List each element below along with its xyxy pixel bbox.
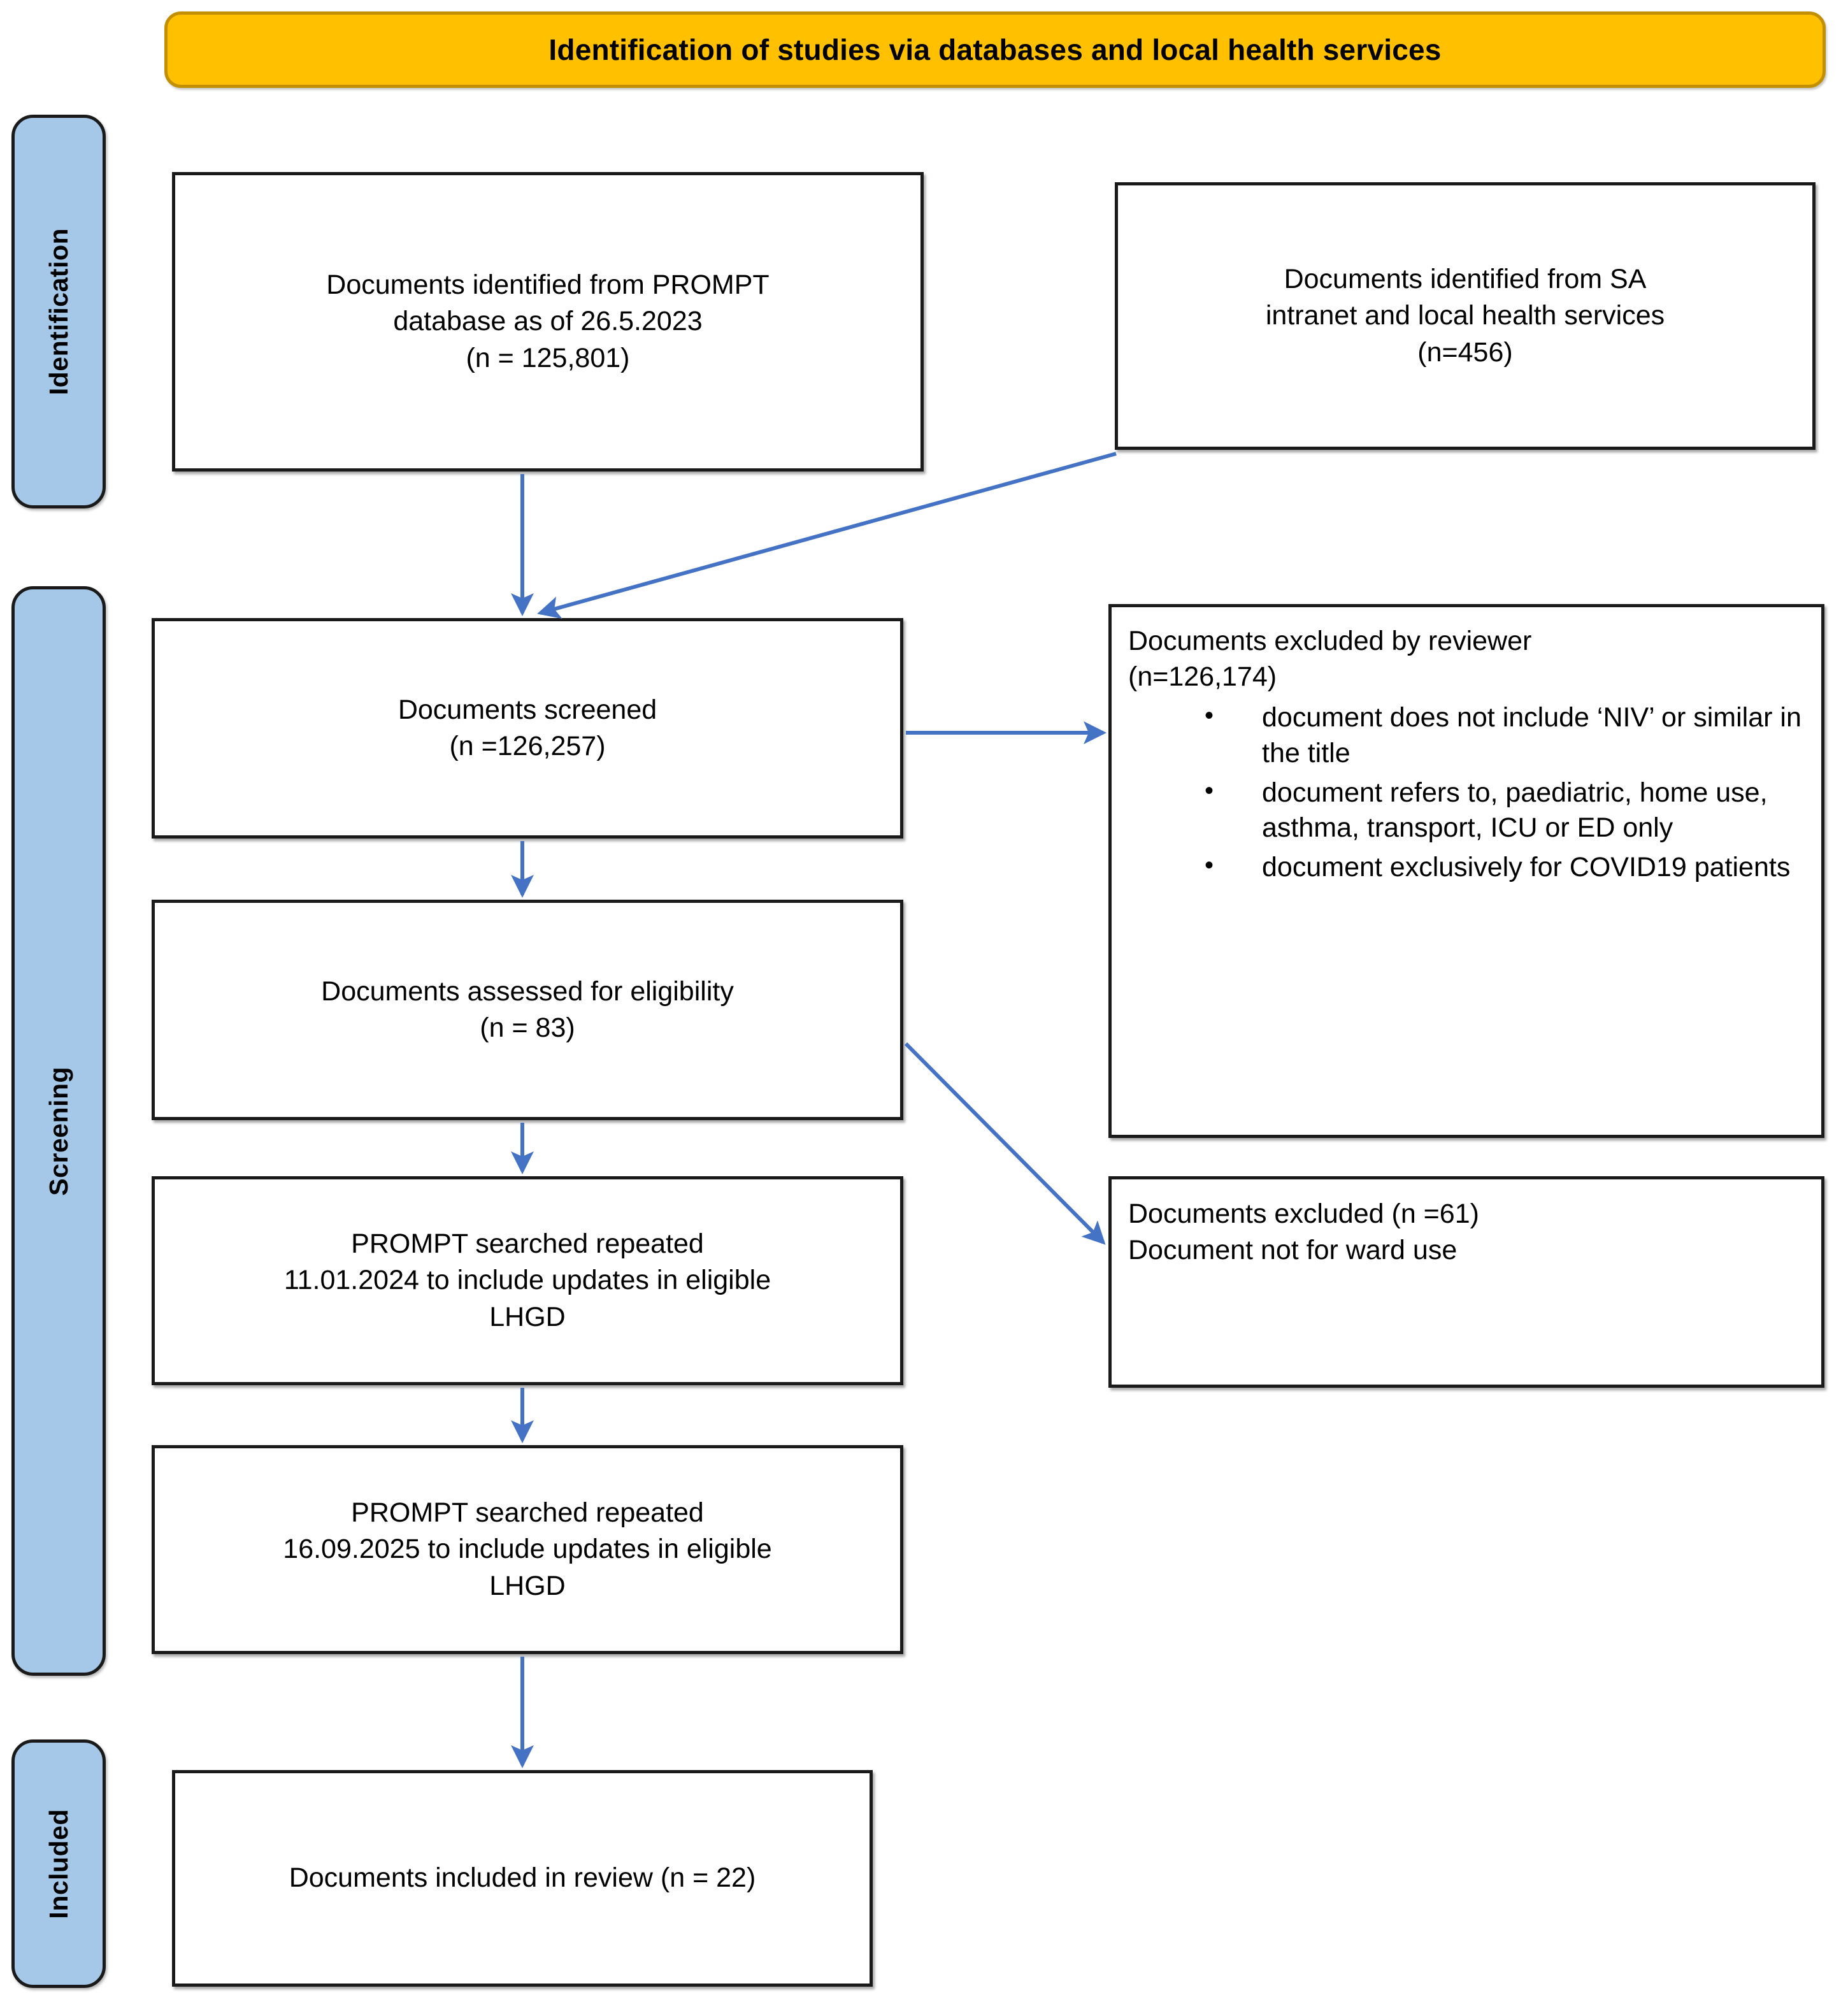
box-documents-included-in-review-text: Documents included in review (n = 22) bbox=[289, 1862, 756, 1894]
box-documents-identified-sa-intranet: Documents identified from SA intranet an… bbox=[1115, 182, 1816, 450]
exclusion-reasons-list: document does not include ‘NIV’ or simil… bbox=[1128, 699, 1805, 886]
box-documents-screened-text: Documents screened (n =126,257) bbox=[398, 694, 657, 761]
exclusion-reason-item: document refers to, paediatric, home use… bbox=[1205, 774, 1805, 847]
box-documents-excluded-ward-use: Documents excluded (n =61) Document not … bbox=[1108, 1176, 1824, 1388]
box-documents-identified-sa-intranet-text: Documents identified from SA intranet an… bbox=[1265, 264, 1665, 368]
diagram-title-banner: Identification of studies via databases … bbox=[164, 11, 1826, 88]
box-documents-assessed-eligibility: Documents assessed for eligibility (n = … bbox=[152, 900, 903, 1120]
stage-label-included: Included bbox=[11, 1739, 106, 1988]
box-documents-assessed-eligibility-text: Documents assessed for eligibility (n = … bbox=[321, 976, 734, 1043]
exclusion-reason-item: document exclusively for COVID19 patient… bbox=[1205, 849, 1805, 886]
box-documents-excluded-by-reviewer: Documents excluded by reviewer (n=126,17… bbox=[1108, 604, 1824, 1138]
box-prompt-repeat-search-2025-text: PROMPT searched repeated 16.09.2025 to i… bbox=[283, 1497, 772, 1601]
arrow-eligible-to-excluded-ward bbox=[904, 1042, 1106, 1245]
box-documents-excluded-ward-use-text: Documents excluded (n =61) Document not … bbox=[1128, 1199, 1479, 1266]
box-prompt-repeat-search-2024-text: PROMPT searched repeated 11.01.2024 to i… bbox=[283, 1228, 771, 1332]
box-documents-included-in-review: Documents included in review (n = 22) bbox=[172, 1770, 873, 1987]
box-documents-identified-prompt-text: Documents identified from PROMPT databas… bbox=[326, 270, 770, 373]
stage-label-included-text: Included bbox=[43, 1808, 73, 1919]
box-documents-excluded-by-reviewer-heading: Documents excluded by reviewer (n=126,17… bbox=[1128, 626, 1532, 692]
stage-label-screening: Screening bbox=[11, 586, 106, 1676]
box-documents-identified-prompt: Documents identified from PROMPT databas… bbox=[172, 172, 924, 472]
box-prompt-repeat-search-2025: PROMPT searched repeated 16.09.2025 to i… bbox=[152, 1445, 903, 1654]
box-documents-screened: Documents screened (n =126,257) bbox=[152, 618, 903, 839]
box-prompt-repeat-search-2024: PROMPT searched repeated 11.01.2024 to i… bbox=[152, 1176, 903, 1385]
diagram-title-text: Identification of studies via databases … bbox=[548, 33, 1442, 66]
stage-label-identification: Identification bbox=[11, 115, 106, 508]
exclusion-reason-item: document does not include ‘NIV’ or simil… bbox=[1205, 699, 1805, 772]
arrow-sa-intranet-to-screened bbox=[537, 452, 1117, 619]
stage-label-identification-text: Identification bbox=[43, 227, 73, 396]
stage-label-screening-text: Screening bbox=[43, 1066, 73, 1196]
